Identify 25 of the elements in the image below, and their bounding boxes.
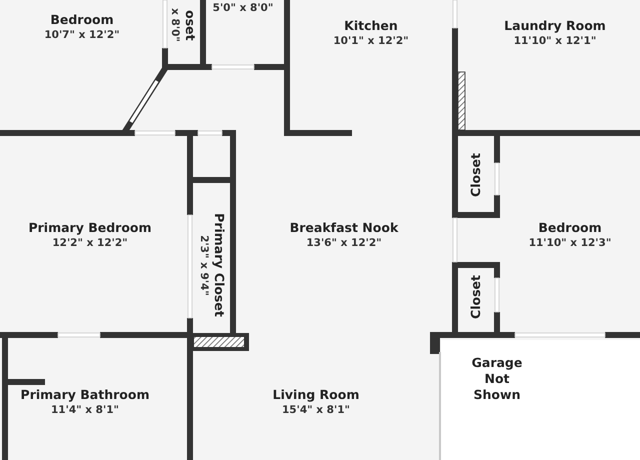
room-dimensions: 10'7" x 12'2" xyxy=(44,28,120,42)
room-name: Bedroom xyxy=(50,12,114,28)
room-dimensions: 2'3" x 9'4" xyxy=(197,234,211,296)
room-name: Closet xyxy=(468,275,484,319)
room-dimensions: 11'4" x 8'1" xyxy=(51,403,119,417)
room-dimensions: 10'1" x 12'2" xyxy=(333,34,409,48)
room-name: Living Room xyxy=(272,387,360,403)
room-dimensions: x 8'0" xyxy=(168,8,182,42)
room-dimensions: 5'0" x 8'0" xyxy=(212,1,274,15)
room-dimensions: 12'2" x 12'2" xyxy=(52,236,128,250)
room-name: Primary Closet xyxy=(211,213,227,317)
room-name: Breakfast Nook xyxy=(290,220,398,236)
room-name: Bedroom xyxy=(538,220,602,236)
room-dimensions: 11'10" x 12'1" xyxy=(514,34,596,48)
room-name: Closet xyxy=(468,153,484,197)
room-name: Primary Bedroom xyxy=(28,220,152,236)
room-name: Primary Bathroom xyxy=(20,387,150,403)
room-name: Kitchen xyxy=(344,18,398,34)
room-name: Laundry Room xyxy=(504,18,606,34)
room-dimensions: 15'4" x 8'1" xyxy=(282,403,350,417)
room-name: oset xyxy=(182,10,198,40)
room-floor xyxy=(441,340,640,460)
room-name: Garage Not Shown xyxy=(470,355,524,403)
room-dimensions: 11'10" x 12'3" xyxy=(528,236,612,250)
room-dimensions: 13'6" x 12'2" xyxy=(306,236,382,250)
